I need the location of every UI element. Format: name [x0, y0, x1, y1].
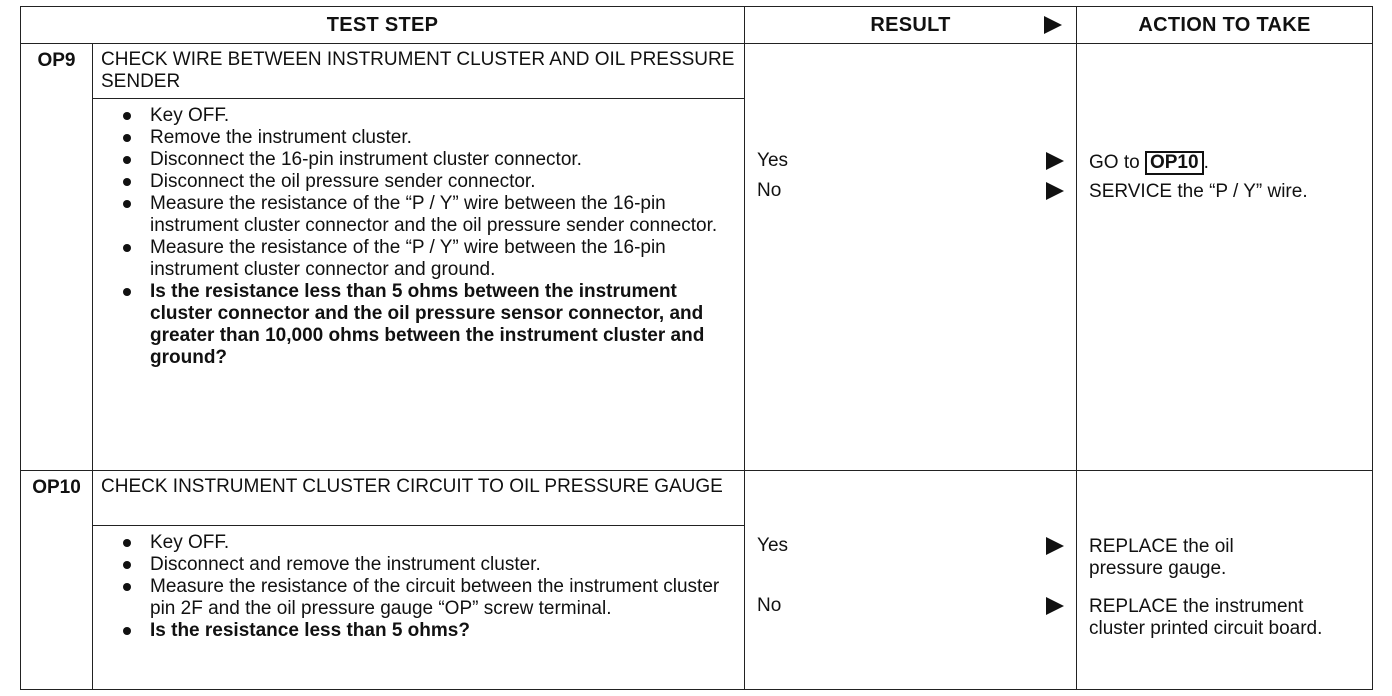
step-item: Key OFF.	[123, 532, 744, 554]
step-body: Key OFF. Remove the instrument cluster. …	[92, 97, 746, 472]
action-cell: GO to OP10. SERVICE the “P / Y” wire.	[1076, 42, 1374, 472]
step-body: Key OFF. Disconnect and remove the instr…	[92, 525, 746, 690]
action-text: GO to	[1089, 152, 1145, 173]
step-title: CHECK WIRE BETWEEN INSTRUMENT CLUSTER AN…	[91, 43, 746, 99]
result-label: No	[757, 180, 782, 201]
result-label: Yes	[757, 535, 789, 557]
result-yes: Yes	[757, 535, 1065, 561]
action-text: the instrument cluster printed circuit b…	[1089, 596, 1323, 640]
action-text: .	[1203, 152, 1209, 173]
action-goto: GO to OP10.	[1089, 151, 1366, 175]
step-body-row: Key OFF. Disconnect and remove the instr…	[21, 525, 1373, 690]
arrow-right-icon	[1046, 597, 1065, 616]
step-item: Disconnect the oil pressure sender conne…	[123, 171, 744, 193]
step-question: Is the resistance less than 5 ohms?	[123, 620, 744, 642]
action-text: the “P / Y” wire.	[1172, 181, 1308, 202]
step-items: Key OFF. Disconnect and remove the instr…	[93, 532, 744, 642]
step-item: Measure the resistance of the “P / Y” wi…	[123, 193, 744, 237]
step-item: Measure the resistance of the “P / Y” wi…	[123, 237, 744, 281]
step-items: Key OFF. Remove the instrument cluster. …	[93, 105, 744, 369]
result-no: No	[757, 180, 1065, 206]
action-keyword: REPLACE	[1089, 596, 1178, 618]
header-result: RESULT	[744, 6, 1078, 44]
result-label: No	[757, 595, 782, 617]
arrow-right-icon	[1046, 152, 1065, 170]
result-no: No	[757, 595, 1065, 621]
result-yes: Yes	[757, 150, 1065, 176]
action-replace-gauge: REPLACE the oil pressure gauge.	[1089, 536, 1289, 580]
action-cell: REPLACE the oil pressure gauge. REPLACE …	[1076, 470, 1374, 690]
arrow-right-icon	[1046, 537, 1065, 556]
step-question: Is the resistance less than 5 ohms betwe…	[123, 281, 744, 369]
arrow-right-icon	[1044, 16, 1063, 34]
step-id: OP9	[20, 42, 93, 472]
result-label: Yes	[757, 150, 789, 171]
step-item: Remove the instrument cluster.	[123, 127, 744, 149]
result-cell: Yes No	[744, 470, 1078, 690]
arrow-right-icon	[1046, 182, 1065, 200]
result-cell: Yes No	[744, 42, 1078, 472]
header-result-label: RESULT	[870, 13, 951, 36]
step-item: Disconnect the 16-pin instrument cluster…	[123, 149, 744, 171]
step-item: Measure the resistance of the circuit be…	[123, 576, 744, 620]
action-keyword: SERVICE	[1089, 181, 1173, 202]
action-service: SERVICE the “P / Y” wire.	[1089, 181, 1366, 203]
action-replace-board: REPLACE the instrument cluster printed c…	[1089, 596, 1359, 640]
step-title-row: OP10 CHECK INSTRUMENT CLUSTER CIRCUIT TO…	[20, 470, 1374, 690]
header-action: ACTION TO TAKE	[1076, 6, 1374, 44]
action-text: the oil pressure gauge.	[1089, 536, 1234, 580]
step-title: CHECK INSTRUMENT CLUSTER CIRCUIT TO OIL …	[91, 470, 746, 527]
step-title-row: OP9 CHECK WIRE BETWEEN INSTRUMENT CLUSTE…	[20, 42, 1374, 472]
goto-step-link[interactable]: OP10	[1144, 151, 1204, 175]
action-keyword: REPLACE	[1089, 536, 1178, 558]
header-row: TEST STEP RESULT ACTION TO TAKE	[19, 6, 1374, 44]
step-item: Key OFF.	[123, 105, 744, 127]
step-body-row: Key OFF. Remove the instrument cluster. …	[21, 97, 1373, 472]
diagnostic-table: TEST STEP RESULT ACTION TO TAKE OP9 CHEC…	[19, 6, 1374, 690]
step-id: OP10	[20, 470, 93, 690]
header-test-step: TEST STEP	[19, 6, 746, 44]
step-item: Disconnect and remove the instrument clu…	[123, 554, 744, 576]
